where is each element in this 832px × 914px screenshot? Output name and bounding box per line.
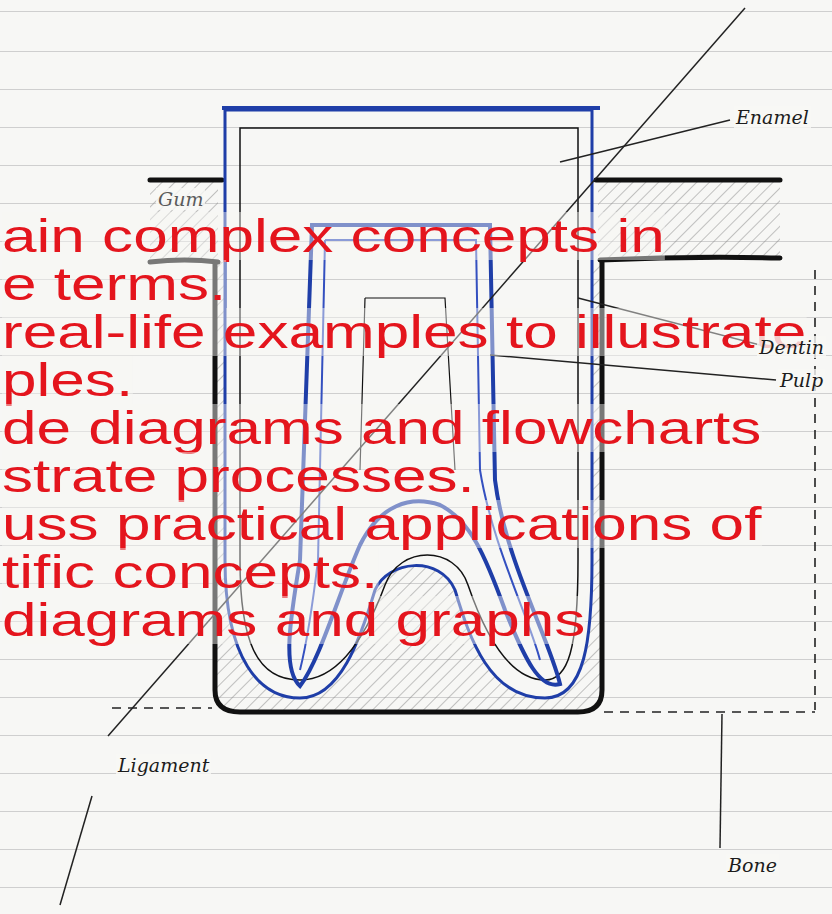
overlay-text: tific concepts. xyxy=(2,548,378,596)
leader-line xyxy=(490,355,776,380)
overlay-text: ples. xyxy=(2,356,133,404)
overlay-text: uss practical applications of xyxy=(2,500,761,548)
part-label: Bone xyxy=(726,854,779,876)
overlay-text: diagrams and graphs xyxy=(2,596,585,644)
leader-line xyxy=(560,120,730,162)
part-label: Dentin xyxy=(757,336,826,358)
part-label: Pulp xyxy=(778,369,825,391)
overlay-text: real-life examples to illustrate xyxy=(2,308,806,356)
part-label: Enamel xyxy=(734,106,811,128)
crown-line xyxy=(222,106,600,110)
overlay-text: e terms. xyxy=(2,260,226,308)
leader-line xyxy=(60,796,92,905)
overlay-text: ain complex concepts in xyxy=(2,212,665,260)
part-label: Ligament xyxy=(116,754,211,776)
overlay-text: strate processes. xyxy=(2,452,475,500)
overlay-text: de diagrams and flowcharts xyxy=(2,404,761,452)
gum-line xyxy=(150,178,780,183)
part-label: Gum xyxy=(156,188,205,210)
leader-line xyxy=(720,714,722,848)
